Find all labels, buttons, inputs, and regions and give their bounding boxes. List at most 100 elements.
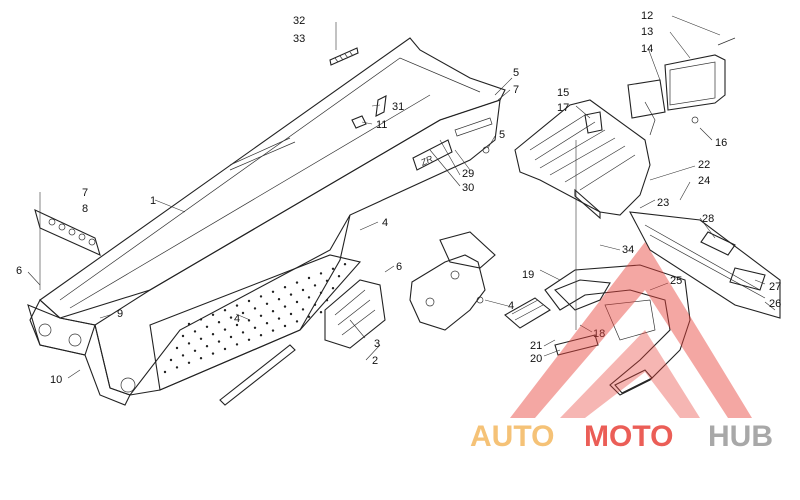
watermark-text-auto: AUTO xyxy=(470,420,554,453)
callout-4c: 4 xyxy=(508,300,514,312)
perforation-hole xyxy=(229,316,233,319)
tunnel-assembly: ZR xyxy=(27,37,506,406)
perforation-hole xyxy=(271,329,275,332)
perforation-hole xyxy=(235,304,239,307)
callout-4b: 4 xyxy=(234,313,240,325)
perforation-hole xyxy=(199,318,203,321)
perforation-hole xyxy=(301,288,305,292)
watermark-triangle xyxy=(510,242,752,418)
perforation-hole xyxy=(181,354,185,357)
perforation-hole xyxy=(187,342,191,345)
perforation-hole xyxy=(193,330,197,333)
perforation-hole xyxy=(259,334,263,337)
callout-3: 3 xyxy=(374,338,380,350)
flap-bracket xyxy=(34,208,101,256)
perforation-hole xyxy=(307,296,311,299)
perforation-hole xyxy=(319,291,323,294)
perforation-hole xyxy=(175,366,179,369)
track-studs xyxy=(219,344,296,406)
perforation-hole xyxy=(181,334,185,338)
callout-26: 26 xyxy=(769,298,781,310)
perforation-hole xyxy=(217,340,221,343)
perforation-hole xyxy=(223,347,227,351)
perforation-hole xyxy=(163,370,167,374)
perforation-hole xyxy=(307,276,311,280)
perforation-hole xyxy=(331,287,335,290)
callout-34: 34 xyxy=(622,244,634,256)
perforation-hole xyxy=(247,299,251,303)
bracket-upper xyxy=(439,231,496,269)
callout-5b: 5 xyxy=(499,129,505,141)
perforation-hole xyxy=(253,326,257,329)
perforation-hole xyxy=(301,308,305,311)
taillight-assembly xyxy=(627,37,736,136)
perforation-hole xyxy=(265,322,269,325)
perforation-hole xyxy=(337,275,341,278)
callout-6a: 6 xyxy=(16,265,22,277)
perforation-hole xyxy=(199,357,203,360)
bracket-part-2 xyxy=(409,254,486,331)
callout-29: 29 xyxy=(462,168,474,180)
callout-7b: 7 xyxy=(513,84,519,96)
callout-28: 28 xyxy=(702,213,714,225)
perforation-hole xyxy=(271,290,275,293)
snow-flap xyxy=(629,211,781,319)
perforation-hole xyxy=(223,309,227,312)
perforation-hole xyxy=(241,331,245,334)
callout-17: 17 xyxy=(557,102,569,114)
perforation-hole xyxy=(211,352,215,355)
perforation-hole xyxy=(199,337,203,340)
perforation-hole xyxy=(229,335,233,339)
perforation-hole xyxy=(277,298,281,301)
perforation-hole xyxy=(169,358,173,362)
callout-33: 33 xyxy=(293,33,305,45)
callout-10: 10 xyxy=(50,374,62,386)
perforation-hole xyxy=(271,310,275,313)
callout-5a: 5 xyxy=(513,67,519,79)
callout-31: 31 xyxy=(392,101,404,113)
callout-8: 8 xyxy=(82,203,88,215)
callout-15: 15 xyxy=(557,87,569,99)
callout-19: 19 xyxy=(522,269,534,281)
callout-2: 2 xyxy=(372,355,378,367)
callout-32: 32 xyxy=(293,15,305,27)
callout-24: 24 xyxy=(698,175,710,187)
perforation-hole xyxy=(265,302,269,305)
perforation-hole xyxy=(283,324,287,328)
perforation-hole xyxy=(295,320,299,323)
perforation-hole xyxy=(289,312,293,316)
bracket-part-3 xyxy=(324,279,386,349)
callout-30: 30 xyxy=(462,182,474,194)
perforation-hole xyxy=(277,317,281,320)
watermark-text-hub: HUB xyxy=(708,420,773,453)
perforation-hole xyxy=(325,279,329,282)
perforation-hole xyxy=(313,284,317,287)
callout-20: 20 xyxy=(530,353,542,365)
perforation-hole xyxy=(307,315,311,318)
perforation-hole xyxy=(235,343,239,346)
leader-lines xyxy=(27,15,776,379)
rail-strip xyxy=(329,47,359,66)
perforation-hole xyxy=(283,305,287,308)
perforation-hole xyxy=(247,338,251,341)
callout-21: 21 xyxy=(530,340,542,352)
perforation-hole xyxy=(313,303,317,306)
perforation-hole xyxy=(259,314,263,317)
perforation-hole xyxy=(331,267,335,270)
perforation-hole xyxy=(223,328,227,331)
callout-14: 14 xyxy=(641,43,653,55)
callout-13: 13 xyxy=(641,26,653,38)
automotohub-watermark-logo: AUTO MOTO HUB xyxy=(470,242,773,453)
perforation-hole xyxy=(319,311,323,314)
perforation-hole xyxy=(295,281,299,284)
perforation-hole xyxy=(343,263,347,266)
perforation-hole xyxy=(187,322,191,326)
perforation-hole xyxy=(241,311,245,315)
perforation-hole xyxy=(235,323,239,327)
callout-25: 25 xyxy=(670,275,682,287)
perforation-hole xyxy=(253,307,257,310)
perforation-hole xyxy=(289,293,293,296)
perforation-hole xyxy=(193,349,197,352)
perforation-hole xyxy=(187,361,191,364)
perforation-hole xyxy=(259,295,263,298)
